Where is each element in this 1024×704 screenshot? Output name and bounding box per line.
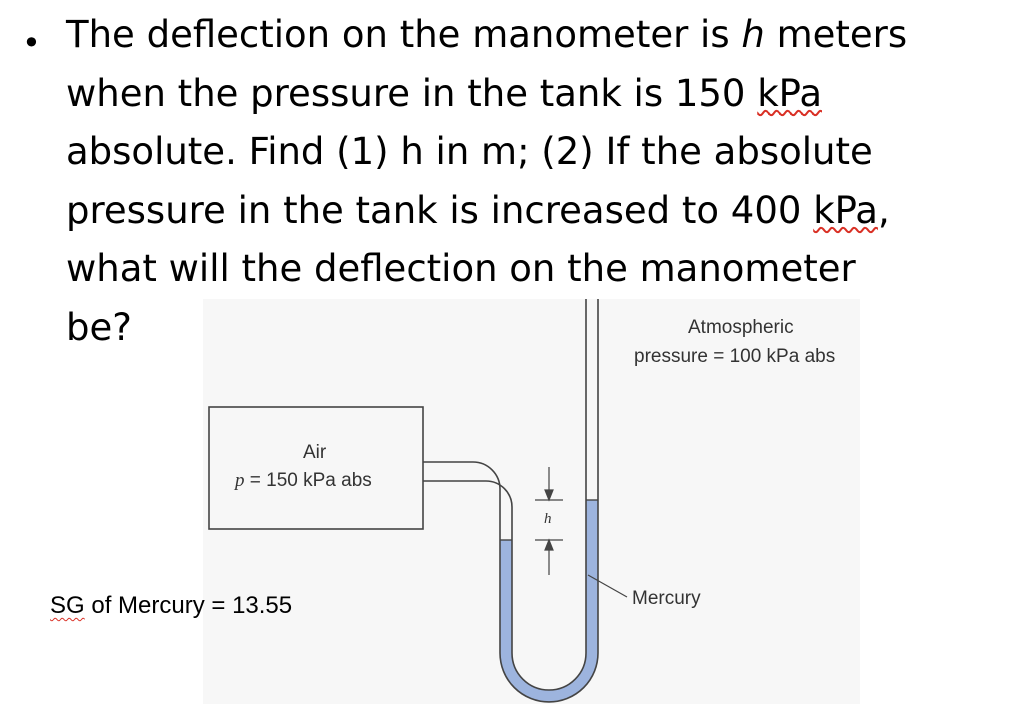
question-line-3: absolute. Find (1) h in m; (2) If the ab… [66,130,873,173]
mercury-label: Mercury [632,588,701,609]
question-text: The deflection on the manometer is h met… [66,6,1016,357]
tank-title: Air [303,442,327,463]
question-line-6: be? [66,305,132,349]
sg-abbrev: SG [50,592,85,619]
manometer-diagram [208,299,628,703]
tube-inner-wall [423,299,587,691]
spellcheck-kpa: kPa [757,71,822,115]
manometer-figure: Atmospheric pressure = 100 kPa abs Air p… [203,299,860,704]
specific-gravity-note: SG of Mercury = 13.55 [50,592,293,619]
question-line-1: The deflection on the manometer is h met… [66,13,908,56]
p-variable: p [235,470,245,491]
h-variable: h [741,13,765,56]
mercury-leader-line [587,574,628,598]
air-tank [208,406,424,530]
question-line-2: when the pressure in the tank is 150 kPa [66,71,822,115]
h-label: h [544,511,552,527]
tube-outer-wall [423,299,599,703]
spellcheck-kpa: kPa [813,188,878,232]
question-line-5: what will the deflection on the manomete… [66,247,856,290]
atmospheric-label-line-1: Atmospheric [688,317,794,338]
h-dimension [535,467,563,575]
question-line-4: pressure in the tank is increased to 400… [66,188,890,232]
tank-pressure: p = 150 kPa abs [235,470,372,491]
bullet-point: • [22,24,41,62]
atmospheric-label-line-2: pressure = 100 kPa abs [634,346,836,367]
